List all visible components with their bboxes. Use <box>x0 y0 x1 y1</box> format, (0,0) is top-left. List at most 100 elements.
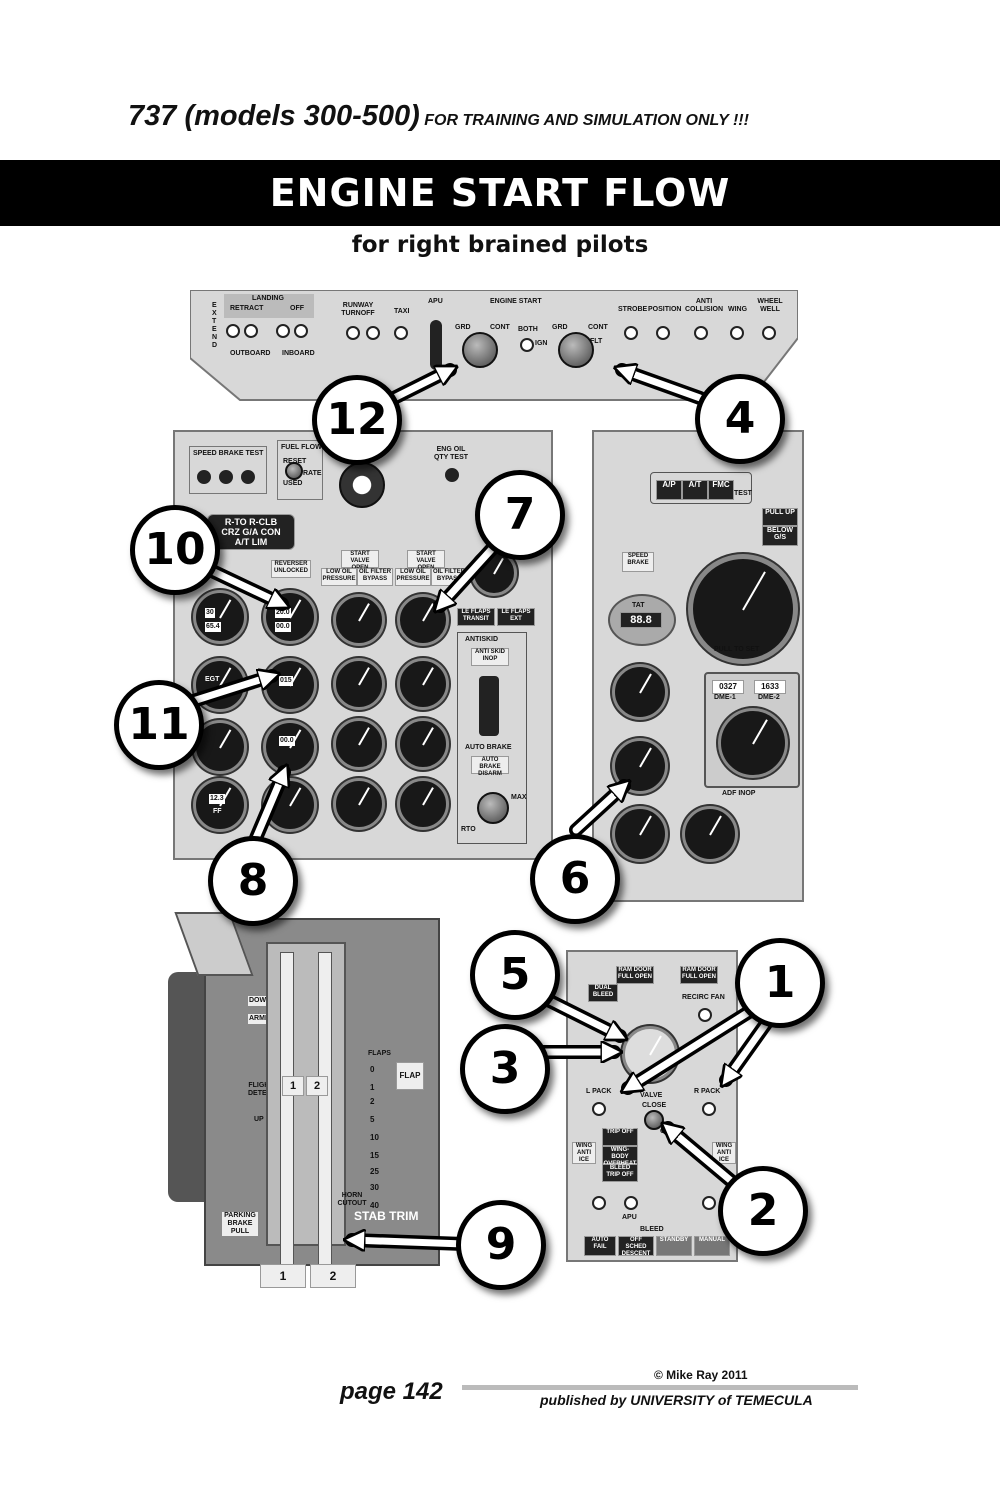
copyright: © Mike Ray 2011 <box>654 1368 748 1382</box>
at-light: A/T <box>682 480 708 500</box>
landing-light-switch-outboard-l[interactable] <box>226 324 240 338</box>
ign-label: IGN <box>535 340 548 347</box>
recirc-fan-label: RECIRC FAN <box>682 994 725 1001</box>
eng-oil-qty-test-button[interactable] <box>445 468 459 482</box>
landing-light-switch-inboard-r[interactable] <box>294 324 308 338</box>
n1-readout-1: 30 <box>205 608 215 618</box>
strobe-switch[interactable] <box>624 326 638 340</box>
stab-trim-label: STAB TRIM <box>354 1209 419 1223</box>
antiskid-switch[interactable] <box>479 676 499 736</box>
landing-label: LANDING <box>252 295 284 302</box>
thrust-lever-2-knob[interactable]: 2 <box>306 1076 328 1096</box>
parking-brake-label[interactable]: PARKING BRAKE PULL <box>222 1212 258 1236</box>
n1-mode-line-3: A/T LIM <box>234 537 268 547</box>
landing-light-switch-inboard-l[interactable] <box>276 324 290 338</box>
runway-turnoff-switch-l[interactable] <box>346 326 360 340</box>
r-pack-switch[interactable] <box>702 1102 716 1116</box>
flap-mark-40: 40 <box>370 1201 379 1210</box>
arrow-6-fill <box>572 786 624 834</box>
start-lever-1[interactable]: 1 <box>260 1264 306 1288</box>
speed-brake-test-label: SPEED BRAKE TEST <box>193 450 264 457</box>
tat-readout: 88.8 <box>620 612 662 628</box>
cont-label-2: CONT <box>588 324 608 331</box>
ram-door-light-r: RAM DOOR FULL OPEN <box>680 966 718 984</box>
antiskid-autobrake-box <box>457 632 527 844</box>
apu-switch[interactable] <box>430 320 442 370</box>
arrow-9-fill <box>352 1240 468 1244</box>
ignition-select-switch[interactable] <box>520 338 534 352</box>
antiskid-label: ANTISKID <box>465 636 499 643</box>
speed-brake-test-button-2[interactable] <box>219 470 233 484</box>
ram-door-light-l: RAM DOOR FULL OPEN <box>616 966 654 984</box>
outboard-label: OUTBOARD <box>230 350 271 357</box>
step-badge-10: 10 <box>130 505 220 595</box>
retract-label: RETRACT <box>230 305 264 312</box>
page-title: ENGINE START FLOW <box>0 160 1000 226</box>
anti-collision-switch[interactable] <box>694 326 708 340</box>
fuel-flow-switch[interactable] <box>285 462 303 480</box>
fuel-flow-gauge-1 <box>193 778 247 832</box>
flap-mark-15: 15 <box>370 1151 379 1160</box>
runway-turnoff-switch-r[interactable] <box>366 326 380 340</box>
speed-brake-test-button-3[interactable] <box>241 470 255 484</box>
throttle-quadrant: DOWN ARMED FLIGHT DETENT UP 1 2 1 2 FLAP… <box>168 912 458 1322</box>
egt-label: EGT <box>205 676 220 683</box>
n1-readout-1b: 65.4 <box>205 622 221 632</box>
step-badge-11: 11 <box>114 680 204 770</box>
engine-start-switch-1[interactable] <box>462 332 498 368</box>
position-switch[interactable] <box>656 326 670 340</box>
oil-temp-gauge-1 <box>333 658 385 710</box>
wing-light-switch[interactable] <box>730 326 744 340</box>
page-subtitle: for right brained pilots <box>351 232 649 258</box>
n1-mode-line-2: CRZ G/A CON <box>221 527 281 537</box>
ap-light: A/P <box>656 480 682 500</box>
afds-annunciator-box <box>650 472 752 504</box>
horn-cutout-label[interactable]: HORN CUTOUT <box>337 1192 367 1207</box>
hyd-qty-gauge-1 <box>333 718 385 770</box>
step-badge-1: 1 <box>735 938 825 1028</box>
step-badge-9: 9 <box>456 1200 546 1290</box>
autobrake-disarm-light: AUTO BRAKE DISARM <box>471 756 509 777</box>
arrow-8-fill <box>252 772 284 842</box>
apu-bleed-switch[interactable] <box>624 1196 638 1210</box>
off-label: OFF <box>290 305 304 312</box>
reverser-unlocked-light: REVERSER UNLOCKED <box>271 560 311 578</box>
start-lever-2[interactable]: 2 <box>310 1264 356 1288</box>
le-flaps-ext-light: LE FLAPS EXT <box>497 608 535 626</box>
speed-brake-test-button-1[interactable] <box>197 470 211 484</box>
extend-label: EXTEND <box>212 302 218 349</box>
below-gs-light: BELOW G/S <box>762 526 798 546</box>
manual-light: MANUAL <box>694 1236 730 1256</box>
center-instrument-panel: SPEED BRAKE TEST FUEL FLOW RESET RATE US… <box>173 430 553 860</box>
oil-pressure-gauge-1 <box>333 594 385 646</box>
engine-start-switch-2[interactable] <box>558 332 594 368</box>
dme1-readout: 0327 <box>712 680 744 694</box>
bleed-switch-2[interactable] <box>702 1196 716 1210</box>
clock-knob[interactable] <box>339 462 385 508</box>
isolation-valve-label: VALVE <box>640 1092 663 1099</box>
landing-light-switch-outboard-r[interactable] <box>244 324 258 338</box>
bleed-switch-1[interactable] <box>592 1196 606 1210</box>
l-pack-switch[interactable] <box>592 1102 606 1116</box>
step-badge-3: 3 <box>460 1024 550 1114</box>
recirc-fan-switch[interactable] <box>698 1008 712 1022</box>
autobrake-selector-knob[interactable] <box>477 792 509 824</box>
ff-readout-1: 12.3 <box>209 794 225 804</box>
fuel-flow-used-label: USED <box>283 480 303 487</box>
ff-label: FF <box>213 808 222 815</box>
dme1-label: DME-1 <box>714 694 736 701</box>
fuel-flow-reset-label: RESET <box>283 458 306 466</box>
strobe-label: STROBE <box>618 306 648 313</box>
hyd-qty-sys-a-gauge <box>612 806 668 862</box>
hyd-qty-gauge-2 <box>397 718 449 770</box>
wheel-well-switch[interactable] <box>762 326 776 340</box>
wing-anti-ice-light-r: WING ANTI ICE <box>712 1142 736 1164</box>
n1-readout-2: 20.0 <box>275 608 291 618</box>
airspeed-indicator <box>688 554 798 664</box>
thrust-lever-1-knob[interactable]: 1 <box>282 1076 304 1096</box>
arrow-4-fill <box>622 370 704 402</box>
taxi-light-switch[interactable] <box>394 326 408 340</box>
flap-lever-handle[interactable]: FLAP <box>396 1062 424 1090</box>
step-badge-7: 7 <box>475 470 565 560</box>
